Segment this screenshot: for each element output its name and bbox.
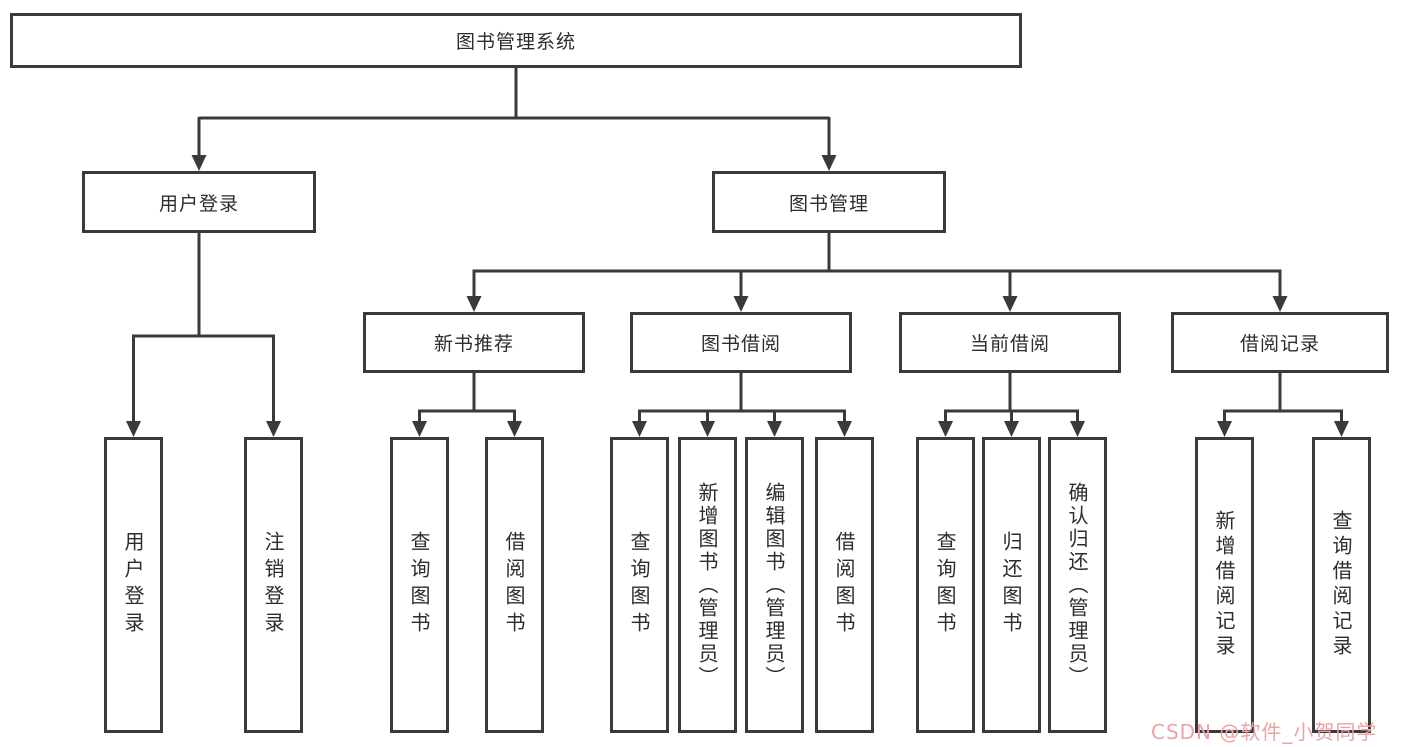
node-current-borrowing: 当前借阅 (899, 312, 1121, 373)
node-book-borrowing: 图书借阅 (630, 312, 852, 373)
leaf-logout: 注销登录 (244, 437, 303, 733)
leaf-confirm-return-admin: 确认归还（管理员） (1048, 437, 1107, 733)
node-borrow-records: 借阅记录 (1171, 312, 1389, 373)
leaf-borrow-books-borrowing: 借阅图书 (815, 437, 874, 733)
leaf-return-books: 归还图书 (982, 437, 1041, 733)
node-user-login: 用户登录 (82, 171, 316, 233)
leaf-add-books-admin: 新增图书（管理员） (678, 437, 737, 733)
watermark-text: CSDN @软件_小贺同学 (1151, 720, 1378, 744)
node-book-management: 图书管理 (712, 171, 946, 233)
leaf-borrow-books-recommend: 借阅图书 (485, 437, 544, 733)
leaf-user-login: 用户登录 (104, 437, 163, 733)
node-new-book-recommend: 新书推荐 (363, 312, 585, 373)
leaf-edit-books-admin: 编辑图书（管理员） (745, 437, 804, 733)
connector-lines (132, 68, 1343, 423)
leaf-add-borrow-record: 新增借阅记录 (1195, 437, 1254, 733)
arrowheads (126, 155, 1349, 437)
leaf-query-books-current: 查询图书 (916, 437, 975, 733)
leaf-query-books-recommend: 查询图书 (390, 437, 449, 733)
leaf-query-borrow-record: 查询借阅记录 (1312, 437, 1371, 733)
node-library-management-system: 图书管理系统 (10, 13, 1022, 68)
leaf-query-books-borrowing: 查询图书 (610, 437, 669, 733)
